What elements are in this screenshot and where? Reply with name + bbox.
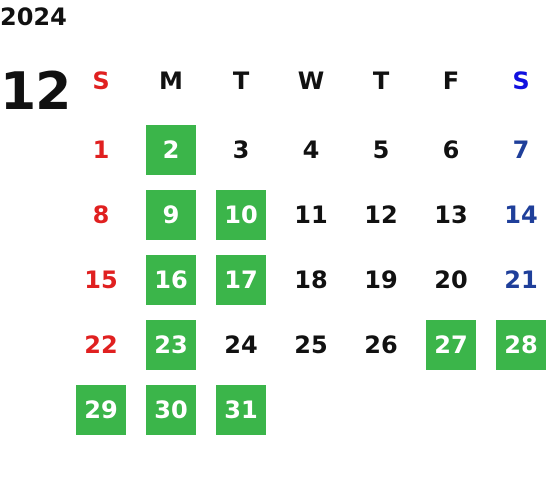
day-cell-5[interactable]: 5 xyxy=(372,136,390,164)
day-cell-28[interactable]: 28 xyxy=(496,320,546,370)
day-cell-29[interactable]: 29 xyxy=(76,385,126,435)
day-cell-25[interactable]: 25 xyxy=(294,331,328,359)
weekday-label-0: S xyxy=(92,67,110,95)
day-cell-20[interactable]: 20 xyxy=(434,266,468,294)
day-cell-16[interactable]: 16 xyxy=(146,255,196,305)
weekday-label-3: W xyxy=(297,67,325,95)
day-cell-18[interactable]: 18 xyxy=(294,266,328,294)
day-cell-6[interactable]: 6 xyxy=(442,136,460,164)
day-cell-4[interactable]: 4 xyxy=(302,136,320,164)
day-cell-7[interactable]: 7 xyxy=(512,136,530,164)
weekday-label-6: S xyxy=(512,67,530,95)
day-cell-27[interactable]: 27 xyxy=(426,320,476,370)
day-cell-14[interactable]: 14 xyxy=(504,201,538,229)
day-cell-30[interactable]: 30 xyxy=(146,385,196,435)
weekday-label-5: F xyxy=(442,67,460,95)
day-cell-10[interactable]: 10 xyxy=(216,190,266,240)
weekday-label-4: T xyxy=(372,67,390,95)
day-cell-21[interactable]: 21 xyxy=(504,266,538,294)
day-cell-11[interactable]: 11 xyxy=(294,201,328,229)
day-cell-1[interactable]: 1 xyxy=(92,136,110,164)
day-cell-17[interactable]: 17 xyxy=(216,255,266,305)
day-cell-26[interactable]: 26 xyxy=(364,331,398,359)
day-cell-23[interactable]: 23 xyxy=(146,320,196,370)
calendar-year: 2024 xyxy=(0,3,67,31)
day-cell-13[interactable]: 13 xyxy=(434,201,468,229)
day-cell-9[interactable]: 9 xyxy=(146,190,196,240)
day-cell-12[interactable]: 12 xyxy=(364,201,398,229)
day-cell-31[interactable]: 31 xyxy=(216,385,266,435)
day-cell-15[interactable]: 15 xyxy=(84,266,118,294)
day-cell-24[interactable]: 24 xyxy=(224,331,258,359)
weekday-label-2: T xyxy=(232,67,250,95)
day-cell-3[interactable]: 3 xyxy=(232,136,250,164)
day-cell-2[interactable]: 2 xyxy=(146,125,196,175)
calendar-month: 12 xyxy=(0,62,71,122)
day-cell-19[interactable]: 19 xyxy=(364,266,398,294)
day-cell-22[interactable]: 22 xyxy=(84,331,118,359)
weekday-label-1: M xyxy=(159,67,183,95)
day-cell-8[interactable]: 8 xyxy=(92,201,110,229)
